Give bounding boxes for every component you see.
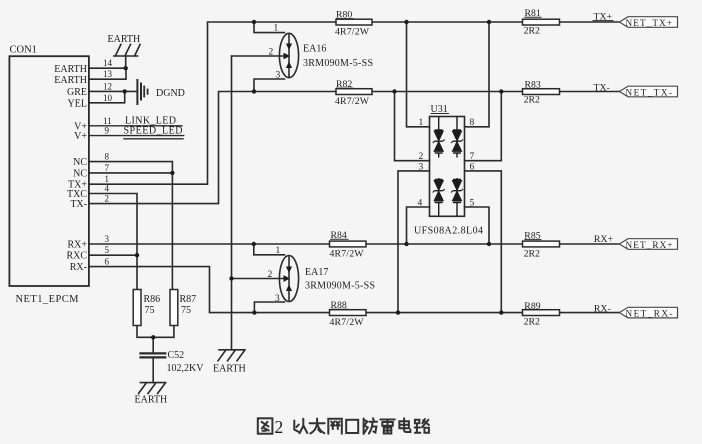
svg-text:12: 12 xyxy=(103,81,112,91)
svg-text:V+: V+ xyxy=(74,131,87,142)
svg-text:UFS08A2.8L04: UFS08A2.8L04 xyxy=(414,226,483,237)
svg-text:1: 1 xyxy=(274,24,279,34)
svg-text:7: 7 xyxy=(470,152,475,162)
svg-text:R80: R80 xyxy=(336,9,352,20)
svg-text:TX+: TX+ xyxy=(68,180,87,191)
svg-text:RX+: RX+ xyxy=(594,234,614,245)
svg-text:NET_TX+: NET_TX+ xyxy=(626,18,673,28)
svg-text:2: 2 xyxy=(269,48,274,58)
svg-text:EA17: EA17 xyxy=(305,267,328,278)
svg-text:10: 10 xyxy=(103,93,113,103)
svg-text:EARTH: EARTH xyxy=(108,34,141,45)
svg-text:1: 1 xyxy=(419,118,424,128)
svg-text:2R2: 2R2 xyxy=(524,249,540,260)
svg-text:RX-: RX- xyxy=(594,304,611,315)
svg-text:R86: R86 xyxy=(144,294,161,305)
svg-text:6: 6 xyxy=(105,257,110,267)
svg-text:3: 3 xyxy=(276,71,281,81)
svg-text:V+: V+ xyxy=(74,121,87,132)
svg-text:NET1_EPCM: NET1_EPCM xyxy=(16,294,80,305)
svg-text:TX+: TX+ xyxy=(594,11,613,22)
svg-text:EARTH: EARTH xyxy=(54,75,87,86)
svg-text:R87: R87 xyxy=(180,294,197,305)
svg-text:4: 4 xyxy=(105,184,110,194)
svg-text:R85: R85 xyxy=(524,230,540,241)
svg-text:R81: R81 xyxy=(525,8,541,19)
svg-text:R89: R89 xyxy=(524,301,540,312)
svg-text:2: 2 xyxy=(419,152,424,162)
svg-text:75: 75 xyxy=(145,305,155,316)
svg-text:RX-: RX- xyxy=(70,262,87,273)
svg-text:YEL: YEL xyxy=(68,98,87,109)
svg-text:TXC: TXC xyxy=(67,189,87,200)
svg-text:R82: R82 xyxy=(336,79,352,90)
svg-text:DGND: DGND xyxy=(156,88,185,99)
svg-text:8: 8 xyxy=(470,118,475,128)
svg-text:EARTH: EARTH xyxy=(135,395,168,406)
svg-text:EARTH: EARTH xyxy=(213,364,246,375)
svg-text:2: 2 xyxy=(105,194,110,204)
svg-text:11: 11 xyxy=(103,116,112,126)
svg-text:4R7/2W: 4R7/2W xyxy=(335,96,370,107)
svg-text:U31: U31 xyxy=(431,104,448,115)
svg-text:3: 3 xyxy=(275,294,280,304)
svg-text:NC: NC xyxy=(73,157,87,168)
svg-text:LINK_LED: LINK_LED xyxy=(125,116,176,127)
svg-text:3: 3 xyxy=(105,234,110,244)
svg-text:2R2: 2R2 xyxy=(524,26,540,37)
svg-text:R84: R84 xyxy=(331,230,347,241)
svg-text:RX+: RX+ xyxy=(67,240,87,251)
svg-text:EARTH: EARTH xyxy=(54,64,87,75)
svg-text:SPEED_LED: SPEED_LED xyxy=(124,126,183,137)
svg-text:7: 7 xyxy=(105,163,110,173)
svg-text:75: 75 xyxy=(181,305,191,316)
svg-text:RXC: RXC xyxy=(66,251,87,262)
svg-text:4R7/2W: 4R7/2W xyxy=(330,249,365,260)
svg-text:NET_RX-: NET_RX- xyxy=(626,308,673,318)
svg-text:CON1: CON1 xyxy=(10,45,37,56)
svg-text:14: 14 xyxy=(103,58,113,68)
svg-text:8: 8 xyxy=(105,152,110,162)
svg-text:4: 4 xyxy=(418,198,423,208)
svg-text:13: 13 xyxy=(103,69,113,79)
svg-text:TX-: TX- xyxy=(70,199,87,210)
svg-text:4R7/2W: 4R7/2W xyxy=(335,27,370,38)
svg-text:R88: R88 xyxy=(331,300,347,311)
svg-text:102,2KV: 102,2KV xyxy=(167,363,205,374)
svg-text:2R2: 2R2 xyxy=(524,317,540,328)
svg-text:C52: C52 xyxy=(168,350,185,361)
svg-text:1: 1 xyxy=(105,174,110,184)
svg-text:3: 3 xyxy=(419,163,424,173)
svg-text:9: 9 xyxy=(105,126,110,136)
svg-text:2: 2 xyxy=(275,417,284,437)
svg-text:NC: NC xyxy=(73,168,87,179)
svg-text:6: 6 xyxy=(470,163,475,173)
svg-text:3RM090M-5-SS: 3RM090M-5-SS xyxy=(303,58,373,69)
svg-text:5: 5 xyxy=(105,245,110,255)
svg-text:5: 5 xyxy=(470,198,475,208)
svg-text:TX-: TX- xyxy=(594,82,610,93)
svg-text:3RM090M-5-SS: 3RM090M-5-SS xyxy=(305,281,375,292)
svg-text:R83: R83 xyxy=(525,80,541,91)
svg-text:2R2: 2R2 xyxy=(524,95,540,106)
svg-text:NET_TX-: NET_TX- xyxy=(626,87,673,97)
svg-text:2: 2 xyxy=(268,270,273,280)
svg-text:4R7/2W: 4R7/2W xyxy=(330,317,365,328)
svg-text:EA16: EA16 xyxy=(303,44,326,55)
svg-text:1: 1 xyxy=(276,246,281,256)
svg-text:NET_RX+: NET_RX+ xyxy=(626,240,673,250)
svg-text:GRE: GRE xyxy=(67,87,87,98)
